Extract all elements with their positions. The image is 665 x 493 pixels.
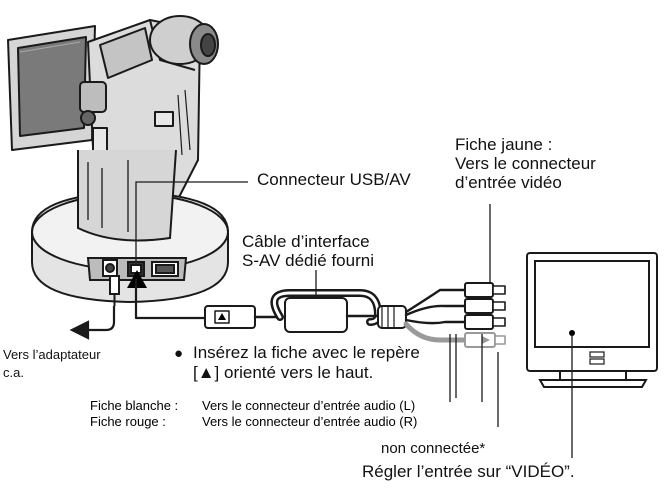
white-plug-value: Vers le connecteur d’entrée audio (L) [202, 398, 416, 413]
arrow-left-icon [69, 306, 116, 340]
insert-instruction-line2: [▲] orienté vers le haut. [193, 363, 374, 382]
red-plug-value: Vers le connecteur d’entrée audio (R) [202, 414, 418, 429]
yellow-plug-label-line2: Vers le connecteur [455, 154, 596, 173]
ac-plug-icon [109, 275, 120, 306]
red-plug-row: Fiche rouge : Vers le connecteur d’entrée… [90, 414, 418, 430]
usb-av-connector-label: Connecteur USB/AV [257, 170, 411, 189]
adapter-label-line1: Vers l’adaptateur [3, 347, 101, 362]
yellow-plug-label-line1: Fiche jaune : [455, 135, 553, 154]
white-plug-row: Fiche blanche : Vers le connecteur d’entr… [90, 398, 416, 414]
docking-station-icon [31, 149, 229, 304]
cable-label-line1: Câble d’interface [242, 232, 370, 251]
cable-label-line2: S-AV dédié fourni [242, 251, 374, 270]
tv-icon [526, 252, 658, 388]
up-triangle-marker [127, 270, 147, 288]
av-cable-icon [134, 278, 506, 348]
set-input-label: Régler l’entrée sur “VIDÉO”. [362, 462, 575, 481]
insert-instruction-line1: Insérez la fiche avec le repère [193, 343, 420, 362]
leader-lines [135, 181, 573, 458]
camcorder-icon [7, 15, 219, 211]
yellow-plug-label-line3: d’entrée vidéo [455, 173, 562, 192]
white-plug-key: Fiche blanche : [90, 398, 179, 413]
not-connected-label: non connectée* [381, 440, 486, 457]
insert-bullet: ● [174, 345, 184, 362]
adapter-label-line2: c.a. [3, 365, 24, 380]
red-plug-key: Fiche rouge : [90, 414, 166, 429]
